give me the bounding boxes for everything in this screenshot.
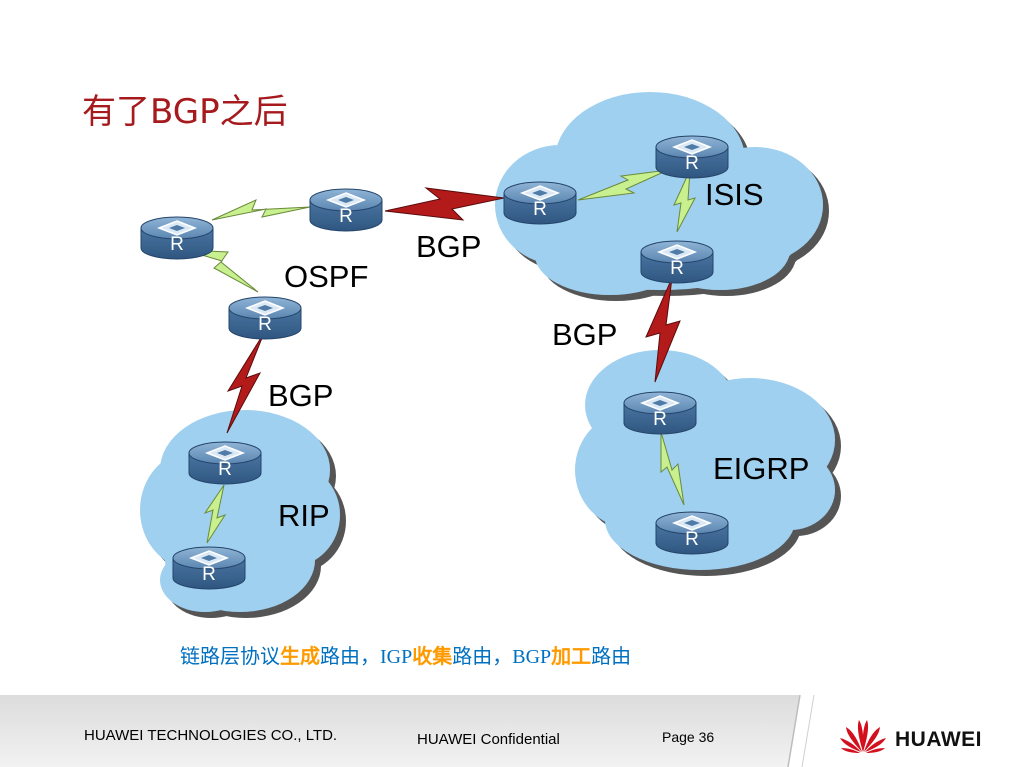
caption-highlight-3: 加工 — [551, 644, 592, 668]
router-rip-top: R — [188, 441, 262, 485]
link-igp-r1-r3 — [184, 249, 259, 293]
caption-part-4: 路由， — [452, 644, 513, 668]
caption-part-3: IGP — [380, 646, 413, 668]
router-ospf-bottom: R — [228, 296, 302, 340]
router-eigrp-bottom: R — [655, 511, 729, 555]
cloud-eigrp — [575, 350, 835, 570]
router-ospf-left: R — [140, 216, 214, 260]
router-isis-bottom: R — [640, 240, 714, 284]
footer-brand: HUAWEI — [895, 728, 982, 751]
link-bgp-r7-r8 — [645, 277, 681, 383]
caption-highlight-1: 生成 — [280, 644, 320, 668]
router-isis-edge: R — [503, 181, 577, 225]
footer-page-number: Page 36 — [662, 729, 715, 745]
caption-part-6: 路由 — [591, 644, 632, 668]
routers-layer: R R R R R R R R R R — [140, 135, 729, 590]
footer-company: HUAWEI TECHNOLOGIES CO., LTD. — [84, 727, 338, 744]
label-bgp-right: BGP — [552, 317, 618, 352]
router-label: R — [218, 459, 232, 480]
link-igp-r1-r2 — [211, 199, 311, 221]
router-label: R — [685, 529, 699, 550]
label-eigrp: EIGRP — [713, 451, 810, 486]
link-igp-r8-r9 — [660, 431, 685, 506]
router-label: R — [685, 153, 699, 174]
label-ospf: OSPF — [284, 259, 369, 294]
router-label: R — [170, 234, 184, 255]
footer-band — [0, 695, 1023, 767]
footer-confidential: HUAWEI Confidential — [417, 731, 560, 748]
caption-part-2: 路由， — [320, 644, 380, 668]
router-label: R — [202, 564, 216, 585]
router-label: R — [653, 409, 667, 430]
label-rip: RIP — [278, 498, 330, 533]
router-label: R — [670, 258, 684, 279]
caption-part-5: BGP — [512, 646, 552, 668]
caption-part-1: 链路层协议 — [180, 644, 280, 668]
router-label: R — [533, 199, 547, 220]
label-isis: ISIS — [705, 177, 764, 212]
huawei-logo-icon — [840, 720, 886, 753]
caption: 链路层协议生成路由，IGP收集路由，BGP加工路由 — [180, 640, 631, 669]
cloud-isis — [495, 92, 823, 295]
link-bgp-r3-r10 — [226, 332, 265, 434]
slide-title: 有了BGP之后 — [82, 92, 288, 132]
caption-highlight-2: 收集 — [412, 644, 453, 668]
router-isis-top: R — [655, 135, 729, 179]
link-bgp-r2-r5 — [384, 187, 505, 221]
link-igp-r6-r7 — [673, 169, 696, 233]
router-label: R — [258, 314, 272, 335]
router-ospf-top: R — [309, 188, 383, 232]
router-eigrp-top: R — [623, 391, 697, 435]
router-rip-bottom: R — [172, 546, 246, 590]
label-bgp-left: BGP — [268, 378, 334, 413]
router-label: R — [339, 206, 353, 227]
label-bgp-top: BGP — [416, 229, 482, 264]
link-igp-r10-r11 — [203, 484, 227, 544]
